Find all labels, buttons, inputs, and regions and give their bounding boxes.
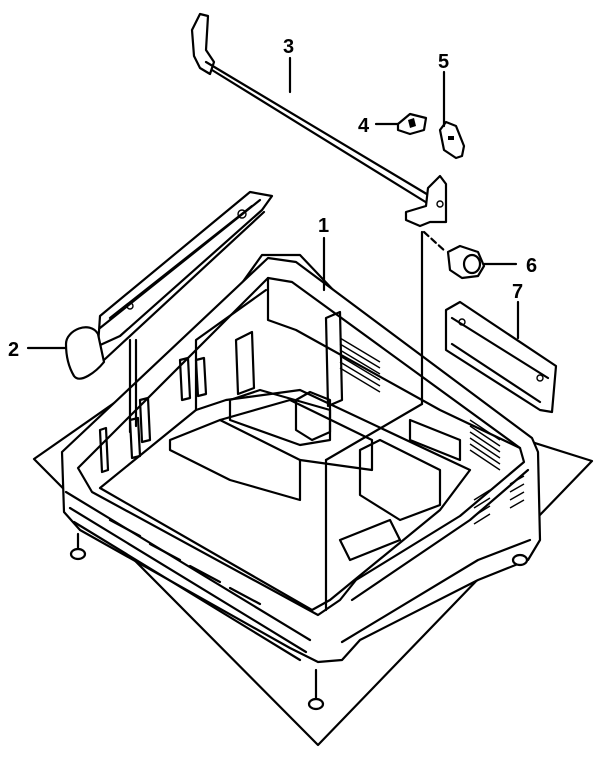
callout-3: 3: [283, 36, 294, 58]
callout-6: 6: [526, 255, 537, 277]
foot-front: [307, 697, 325, 711]
callout-1: 1: [318, 215, 329, 237]
foot-left: [69, 547, 87, 561]
part-1-cabinet: [60, 256, 542, 711]
vent-grille-left: [339, 337, 381, 393]
part-7-panel: [444, 300, 558, 414]
callout-2: 2: [8, 339, 19, 361]
leader-lines: [26, 56, 520, 612]
vent-grille-side: [473, 475, 525, 525]
callout-7: 7: [512, 281, 523, 303]
callout-5: 5: [438, 51, 449, 73]
foot-right: [511, 553, 529, 567]
part-2-side-cover: [64, 190, 274, 434]
callout-4: 4: [358, 115, 370, 137]
part-3-bracket-rod: [190, 12, 448, 228]
part-5-small-bracket: [438, 120, 466, 160]
vent-grille-right: [469, 419, 501, 471]
part-4-clip: [396, 112, 428, 136]
part-6-connector: [422, 230, 486, 280]
